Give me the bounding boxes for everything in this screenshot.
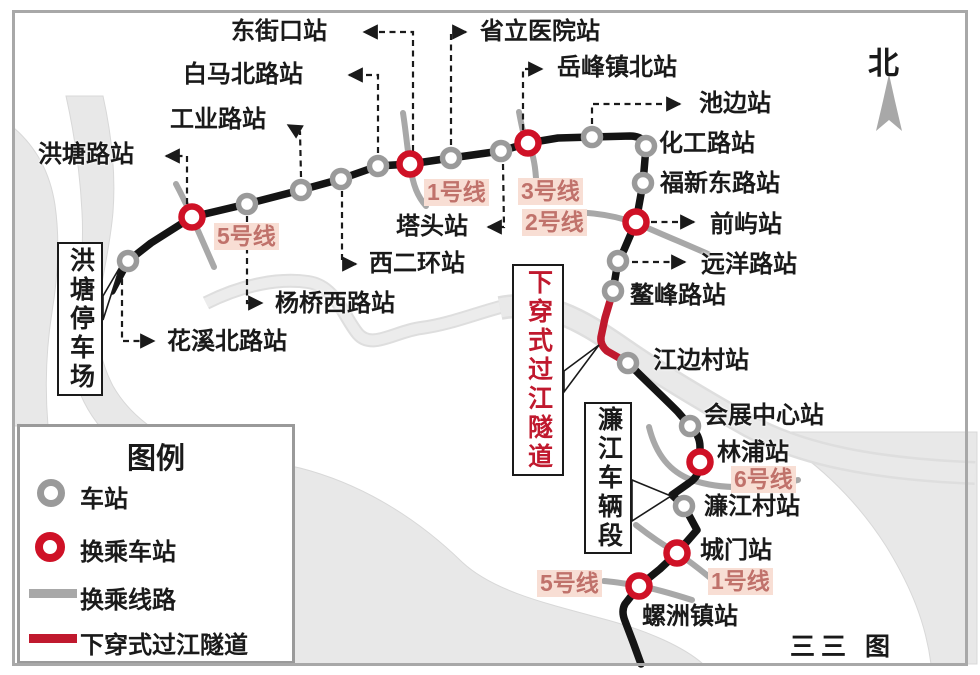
transfer-station-marker [686, 448, 714, 476]
station-marker [329, 167, 353, 191]
station-label: 塔头站 [396, 213, 468, 240]
line-number-badge: 6号线 [731, 466, 796, 493]
artist-signature: 三三 图 [790, 633, 896, 661]
tunnel-callout-label: 下穿式过江隧道 [524, 268, 553, 472]
transfer-station-marker [622, 208, 650, 236]
tunnel-callout: 下穿式过江隧道 [512, 264, 564, 476]
station-marker [489, 139, 513, 163]
station-label: 城门站 [700, 537, 772, 564]
west-depot-callout: 洪塘停车场 [57, 242, 103, 396]
station-label: 江边村站 [653, 347, 749, 374]
station-label: 花溪北路站 [167, 328, 287, 355]
legend-label: 换乘线路 [80, 587, 176, 614]
callout-pointers [102, 266, 673, 523]
station-label: 远洋路站 [701, 251, 797, 278]
station-label: 鳌峰路站 [630, 282, 726, 309]
tunnel-line-icon [29, 634, 77, 643]
compass-north-label: 北 [868, 46, 899, 81]
south-depot-label: 濂江车辆段 [594, 405, 623, 551]
label-connectors [120, 24, 696, 349]
station-label: 白马北路站 [183, 61, 303, 88]
station-label: 杨桥西路站 [275, 290, 395, 317]
station-label: 螺洲镇站 [642, 603, 738, 630]
station-label: 岳峰镇北站 [557, 54, 677, 81]
line2 [569, 209, 711, 257]
south-depot-callout: 濂江车辆段 [584, 402, 632, 554]
station-marker [366, 154, 390, 178]
station-label: 池边站 [699, 90, 771, 117]
station-label: 会展中心站 [704, 402, 824, 429]
west-depot-label: 洪塘停车场 [66, 246, 95, 392]
station-marker [116, 249, 140, 273]
station-label: 洪塘路站 [38, 141, 134, 168]
line-number-badge: 2号线 [522, 209, 587, 236]
legend-label: 下穿式过江隧道 [80, 632, 248, 659]
legend-row-transfer-station: 换乘车站 [20, 532, 292, 566]
station-label: 前屿站 [710, 211, 782, 238]
station-marker [235, 192, 259, 216]
legend-row-transfer-line: 换乘线路 [20, 580, 292, 614]
transfer-line-icon [29, 589, 77, 598]
station-label: 濂江村站 [704, 493, 800, 520]
legend: 图例 车站 换乘车站 换乘线路 下穿式过江隧道 [17, 424, 295, 664]
station-label: 工业路站 [170, 106, 266, 133]
stations-layer [116, 125, 714, 600]
station-marker [678, 414, 702, 438]
station-ring-icon [37, 479, 65, 507]
legend-label: 车站 [80, 486, 128, 513]
station-label: 化工路站 [659, 130, 755, 157]
line-number-badge: 1号线 [424, 179, 489, 206]
transfer-station-marker [625, 572, 653, 600]
station-label: 省立医院站 [480, 18, 600, 45]
line-number-badge: 3号线 [518, 178, 583, 205]
legend-row-station: 车站 [20, 479, 292, 513]
station-marker [631, 171, 655, 195]
station-marker [634, 134, 658, 158]
legend-row-tunnel: 下穿式过江隧道 [20, 625, 292, 659]
compass-arrow-icon [876, 74, 902, 131]
transfer-station-marker [663, 539, 691, 567]
station-marker [606, 249, 630, 273]
transfer-station-marker [396, 150, 424, 178]
legend-label: 换乘车站 [80, 539, 176, 566]
line-number-badge: 5号线 [537, 570, 602, 597]
station-label: 林浦站 [717, 439, 789, 466]
station-label: 福新东路站 [660, 170, 780, 197]
station-marker [672, 494, 696, 518]
station-marker [601, 279, 625, 303]
station-marker [439, 146, 463, 170]
transfer-station-marker [514, 129, 542, 157]
station-marker [289, 178, 313, 202]
line-number-badge: 5号线 [214, 223, 279, 250]
line-number-badge: 1号线 [708, 568, 773, 595]
transfer-station-ring-icon [35, 532, 65, 562]
station-marker [580, 125, 604, 149]
station-label: 西二环站 [369, 250, 465, 277]
tunnel-segment [597, 287, 632, 367]
river-ribbon [202, 273, 976, 485]
transfer-station-marker [178, 203, 206, 231]
station-marker [616, 351, 640, 375]
station-label: 东街口站 [231, 18, 327, 45]
legend-title: 图例 [126, 443, 185, 475]
